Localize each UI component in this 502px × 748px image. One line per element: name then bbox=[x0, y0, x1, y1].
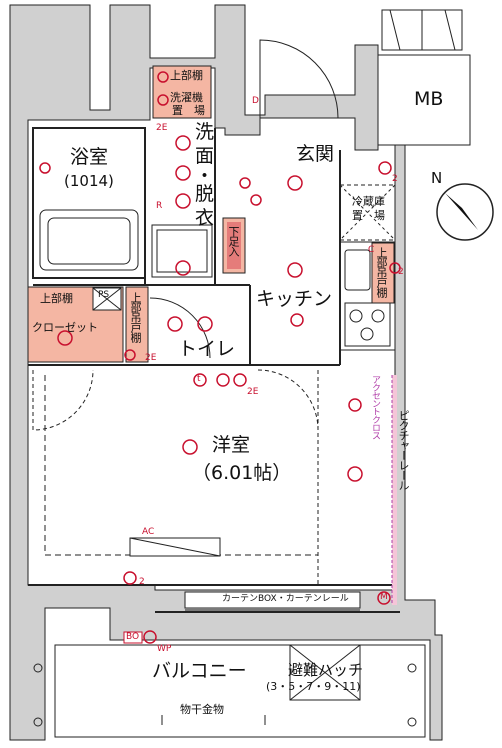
interior-floor bbox=[27, 67, 396, 591]
light-icon bbox=[39, 71, 401, 644]
upper-shelf-top-label: 上部棚 bbox=[170, 69, 203, 82]
western-door-arc bbox=[32, 369, 94, 431]
stove bbox=[344, 302, 391, 347]
washroom-label-5: 衣 bbox=[195, 207, 215, 229]
entrance-label: 玄関 bbox=[296, 143, 335, 165]
picture-rail-label: ピクチャーレール bbox=[397, 410, 410, 490]
accent-cloth-label: アクセントクロス bbox=[370, 375, 380, 439]
entrance-door-arc bbox=[259, 39, 339, 119]
fridge-label-1: 冷蔵庫 bbox=[352, 195, 385, 208]
2e-label-b: 2E bbox=[145, 353, 157, 363]
toilet-label: トイレ bbox=[178, 338, 236, 360]
closet-shelf-label: 上部棚 bbox=[40, 292, 73, 305]
toilet-shelf bbox=[125, 286, 149, 363]
hatch-floors-label: (3・5・7・9・11) bbox=[266, 680, 361, 693]
balcony-floor bbox=[54, 644, 426, 738]
western-size-label: （6.01帖） bbox=[192, 462, 292, 484]
upper-shelf-top bbox=[152, 65, 212, 119]
2-label-b: 2 bbox=[392, 174, 398, 184]
2e-label-c: 2E bbox=[247, 387, 259, 397]
balcony-label: バルコニー bbox=[152, 660, 247, 682]
curtain-box bbox=[184, 591, 361, 609]
bath-label: 浴室 bbox=[70, 146, 109, 168]
curtain-label: カーテンBOX・カーテンレール bbox=[222, 594, 349, 604]
fridge-label-2: 置 場 bbox=[352, 209, 385, 222]
washroom-label-4: 脱 bbox=[195, 183, 215, 205]
c-label: C bbox=[368, 245, 375, 255]
d-label: D bbox=[252, 96, 259, 106]
washroom-label-3: ・ bbox=[195, 165, 215, 187]
wp-label: WP bbox=[157, 644, 172, 654]
bo-box bbox=[123, 631, 143, 644]
geta-box bbox=[222, 217, 246, 274]
accent-wall bbox=[392, 375, 397, 605]
kitchen-shelf-label: 上部吊戸棚 bbox=[375, 247, 388, 297]
2-label-c: 2 bbox=[398, 267, 404, 277]
ac-label: AC bbox=[142, 527, 155, 537]
closet-label: クローゼット bbox=[32, 321, 98, 334]
geta-label: 下足入 bbox=[227, 226, 240, 256]
kitchen-sink bbox=[344, 249, 371, 291]
washroom-label-1: 洗 bbox=[195, 121, 215, 143]
bath-size-label: (1014) bbox=[64, 172, 114, 190]
m-label: M bbox=[380, 592, 388, 602]
bo-label: BO bbox=[126, 632, 140, 642]
2-label-a: 2 bbox=[139, 577, 145, 587]
r-label: R bbox=[156, 201, 163, 211]
drying-hardware-label: 物干金物 bbox=[180, 703, 224, 716]
washroom-label-2: 面 bbox=[195, 145, 215, 167]
hatch bbox=[289, 644, 361, 701]
vanity bbox=[151, 224, 213, 278]
toilet-shelf-label: 上部吊戸棚 bbox=[129, 292, 142, 342]
mb-room bbox=[377, 54, 471, 146]
north-label: N bbox=[431, 169, 443, 187]
compass-icon bbox=[436, 183, 494, 241]
ps-label: PS bbox=[98, 290, 110, 300]
kitchen-label: キッチン bbox=[256, 288, 333, 310]
western-label: 洋室 bbox=[212, 434, 251, 456]
2e-label-a: 2E bbox=[156, 123, 168, 133]
washer-label-1: 洗濯機 bbox=[170, 91, 203, 104]
washer-label-2: 置 場 bbox=[172, 104, 205, 117]
t-label: t bbox=[197, 374, 201, 384]
mb-label: MB bbox=[414, 88, 444, 110]
bathtub bbox=[39, 209, 139, 271]
hatch-label: 避難ハッチ bbox=[288, 661, 364, 679]
